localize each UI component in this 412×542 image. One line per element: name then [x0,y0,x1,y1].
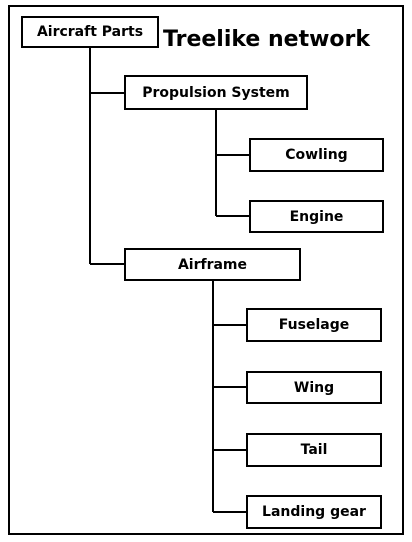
node-engine: Engine [249,200,384,233]
node-landing-gear: Landing gear [246,495,382,529]
node-cowling: Cowling [249,138,384,172]
diagram-title: Treelike network [163,27,371,52]
node-aircraft-parts: Aircraft Parts [21,16,159,48]
node-airframe: Airframe [124,248,301,281]
node-fuselage: Fuselage [246,308,382,342]
node-propulsion-system: Propulsion System [124,75,308,110]
node-wing: Wing [246,371,382,404]
node-tail: Tail [246,433,382,467]
